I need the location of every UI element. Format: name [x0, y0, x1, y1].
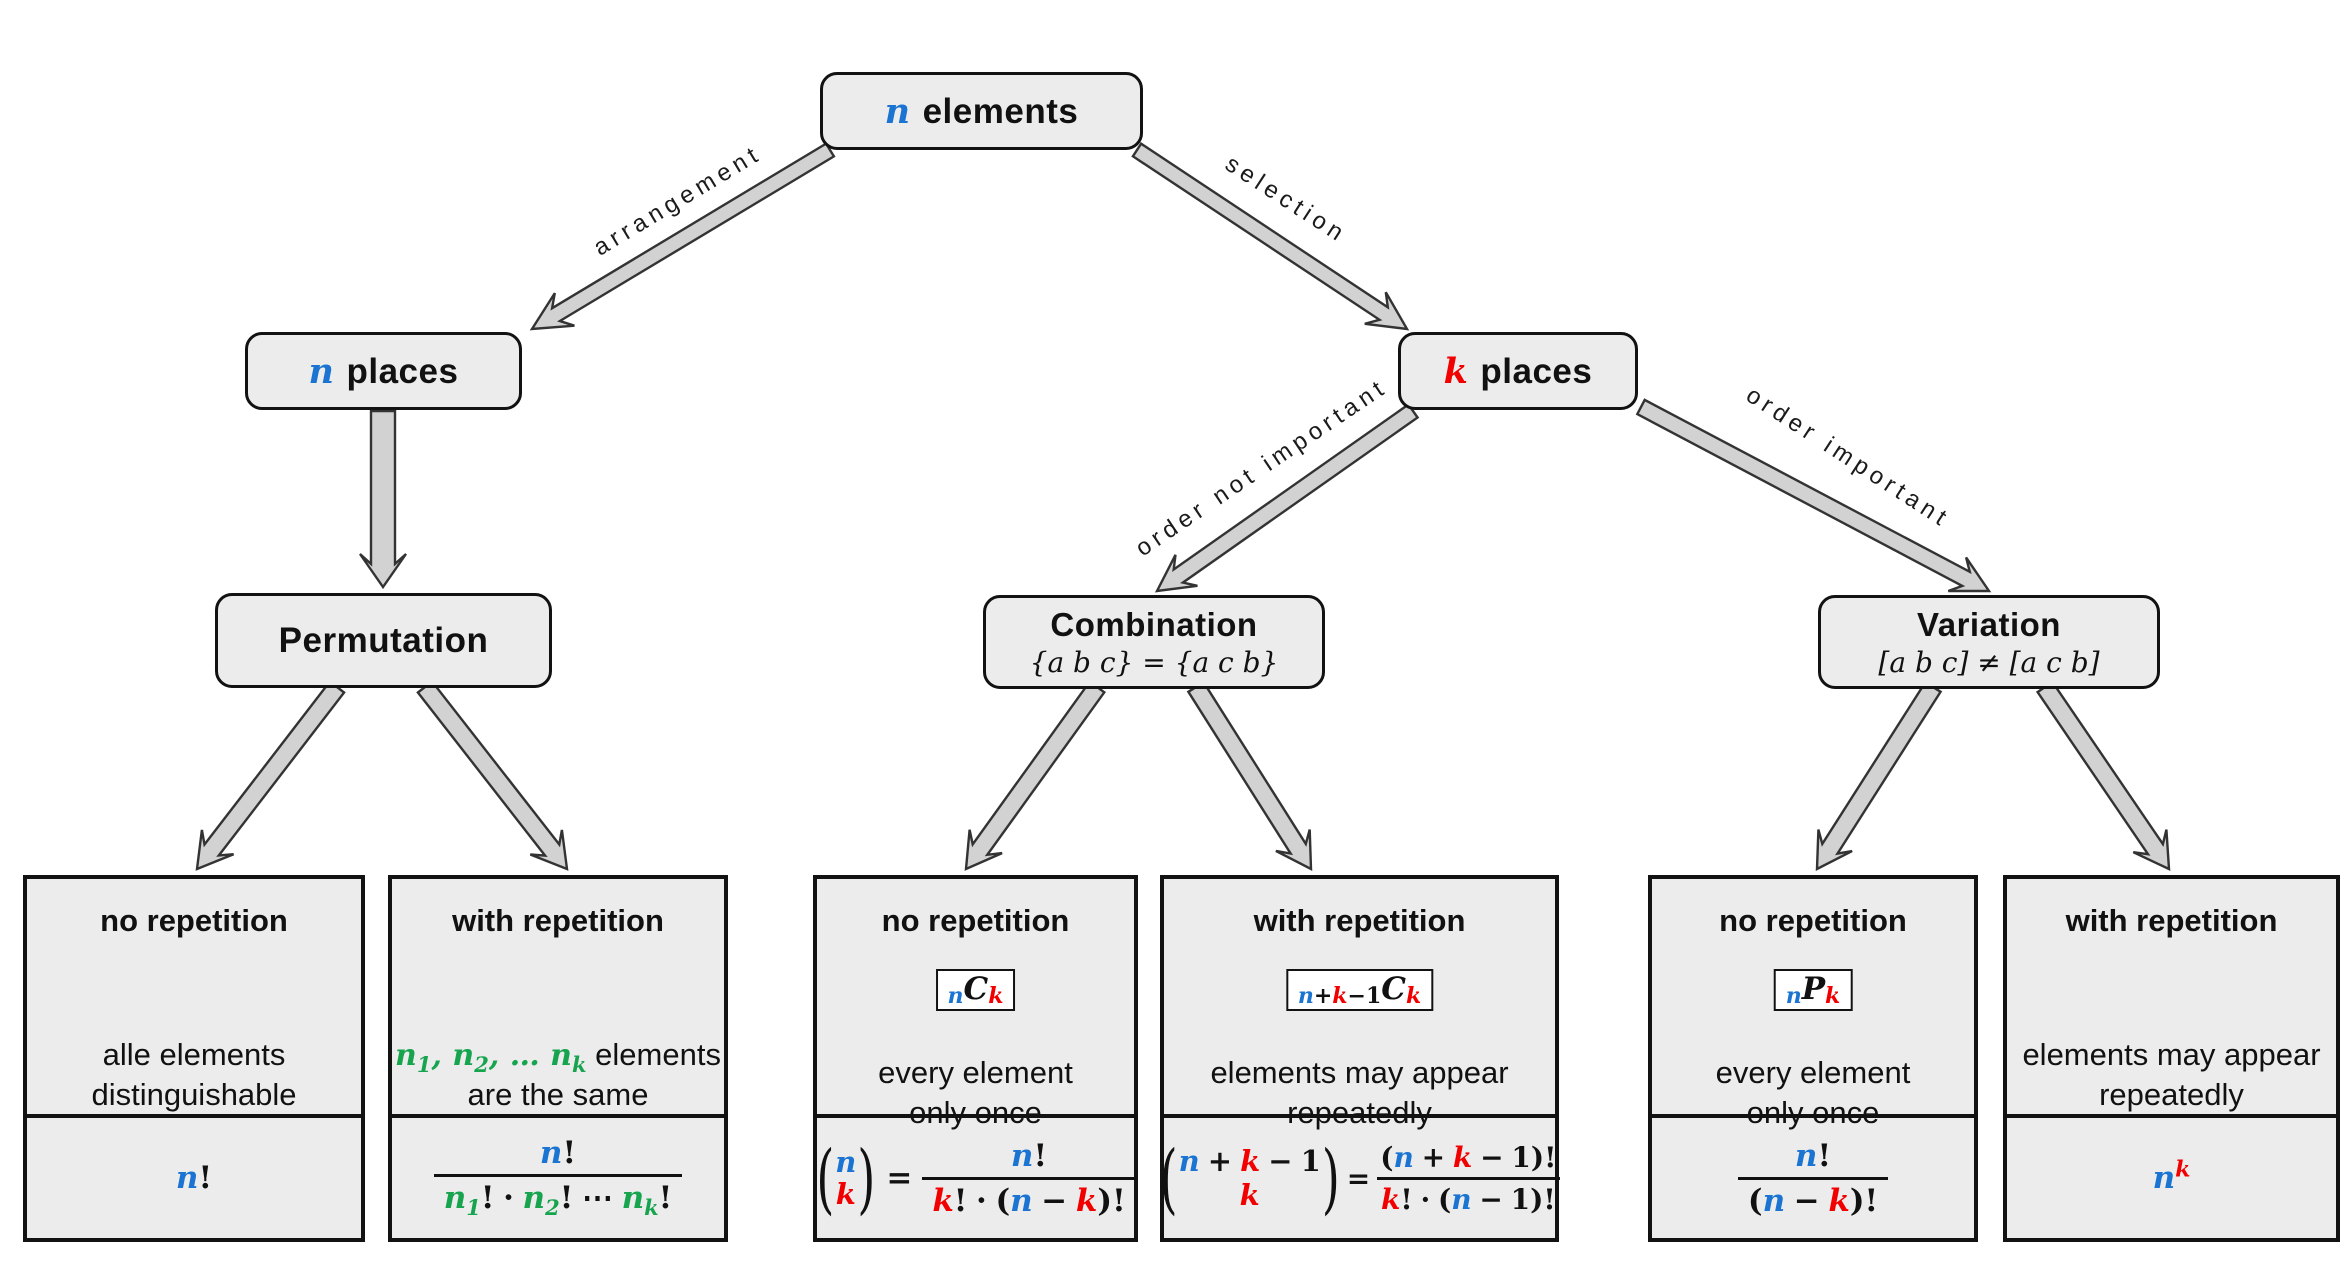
node-variation-title: Variation: [1917, 605, 2061, 643]
leaf-variation-no-repetition: no repetition nPk every element only onc…: [1648, 875, 1978, 1242]
arrow-combination-to-with-repetition: [1186, 680, 1313, 872]
leaf-description: elements may appear repeatedly: [2022, 1037, 2321, 1113]
leaf-description: every element only once: [878, 1055, 1073, 1131]
leaf-description: alle elements distinguishable: [91, 1037, 297, 1113]
leaf-combination-no-repetition: no repetition nCk every element only onc…: [813, 875, 1138, 1242]
leaf-top: with repetition n+k−1Ck elements may app…: [1164, 903, 1555, 1142]
leaf-title: no repetition: [881, 903, 1070, 938]
nCk-badge: nCk: [935, 969, 1016, 1012]
node-permutation-title: Permutation: [278, 620, 489, 660]
leaf-title: with repetition: [1253, 903, 1466, 938]
arrow-arrangement: [529, 141, 836, 331]
arrow-combination-to-no-repetition: [964, 680, 1106, 871]
arrow-n-places-to-permutation: [359, 409, 407, 590]
formula-binomial-n-plus-k-minus-1: ( n + k − 1 k ) = (n + k − 1)! k! · (n −…: [1160, 1114, 1560, 1238]
leaf-variation-with-repetition: with repetition elements may appear repe…: [2003, 875, 2340, 1242]
leaf-top: no repetition nPk every element only onc…: [1652, 903, 1974, 1142]
leaf-top: no repetition alle elements distinguisha…: [27, 903, 361, 1142]
leaf-permutation-with-repetition: with repetition n1, n2, … nk elements ar…: [388, 875, 728, 1242]
arrow-permutation-to-no-repetition: [195, 679, 346, 871]
formula-n-power-k: nk: [2007, 1114, 2336, 1238]
var-n: n: [884, 90, 911, 132]
leaf-combination-with-repetition: with repetition n+k−1Ck elements may app…: [1160, 875, 1560, 1242]
leaf-permutation-no-repetition: no repetition alle elements distinguisha…: [23, 875, 365, 1242]
leaf-description: n1, n2, … nk elements are the same: [395, 1037, 721, 1113]
node-variation: Variation [a b c] ≠ [a c b]: [1818, 595, 2160, 689]
leaf-description: every element only once: [1715, 1055, 1911, 1131]
arrow-selection: [1131, 142, 1410, 331]
leaf-description: elements may appear repeatedly: [1210, 1055, 1509, 1131]
arrow-order-not-important: [1154, 402, 1420, 593]
node-combination-title: Combination: [1050, 605, 1258, 643]
node-combination: Combination {a b c} = {a c b}: [983, 595, 1325, 689]
node-combination-subtitle: {a b c} = {a c b}: [1029, 645, 1279, 679]
formula-n-factorial: n!: [27, 1114, 361, 1238]
arrow-order-important: [1635, 398, 1992, 593]
formula-n-factorial-over-products: n! n1! · n2! ⋯ nk!: [392, 1114, 724, 1238]
leaf-title: with repetition: [2065, 903, 2278, 938]
var-k: k: [1443, 350, 1469, 392]
node-variation-subtitle: [a b c] ≠ [a c b]: [1878, 645, 2100, 679]
n-plus-k-minus-1-Ck-badge: n+k−1Ck: [1285, 969, 1434, 1012]
leaf-top: with repetition elements may appear repe…: [2007, 903, 2336, 1142]
nPk-badge: nPk: [1773, 969, 1853, 1012]
leaf-top: with repetition n1, n2, … nk elements ar…: [392, 903, 724, 1142]
math-n1-n2-nk: n1, n2, … nk: [395, 1038, 587, 1077]
leaf-title: with repetition: [452, 903, 664, 938]
formula-binomial-nk: ( n k ) = n! k! · (n − k)!: [816, 1114, 1136, 1238]
node-permutation: Permutation: [215, 593, 552, 688]
var-n: n: [308, 350, 335, 392]
leaf-title: no repetition: [1719, 903, 1907, 938]
arrow-variation-to-with-repetition: [2035, 680, 2171, 871]
arrow-permutation-to-with-repetition: [416, 679, 569, 871]
leaf-title: no repetition: [100, 903, 288, 938]
arrow-variation-to-no-repetition: [1815, 680, 1943, 871]
leaf-top: no repetition nCk every element only onc…: [817, 903, 1134, 1142]
formula-n-factorial-over-n-minus-k: n! (n − k)!: [1652, 1114, 1974, 1238]
